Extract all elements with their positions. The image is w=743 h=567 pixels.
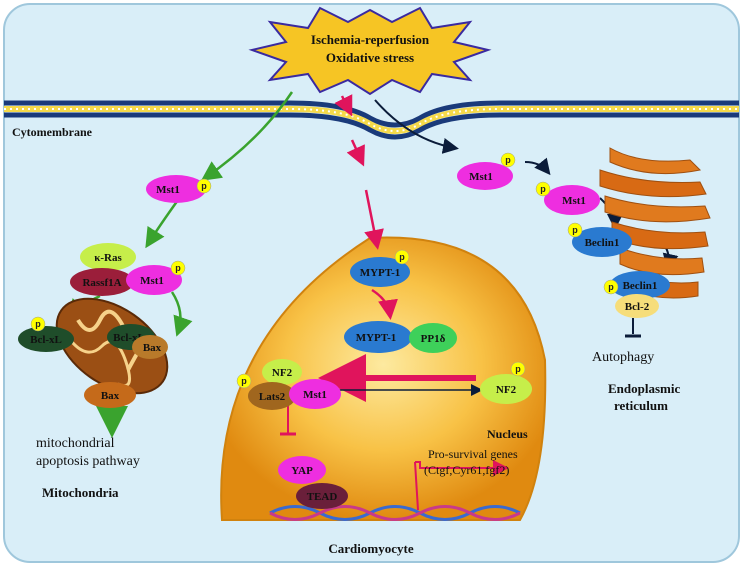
yap-tead-complex: TEAD YAP <box>278 456 348 509</box>
svg-text:p: p <box>505 155 511 165</box>
stimulus-line2: Oxidative stress <box>326 50 414 65</box>
svg-text:PP1δ: PP1δ <box>421 333 446 345</box>
svg-text:Bcl-xL: Bcl-xL <box>30 334 62 346</box>
mitochondria-label: Mitochondria <box>42 485 119 500</box>
dna-helix <box>269 505 521 521</box>
svg-text:p: p <box>35 319 41 329</box>
svg-text:p: p <box>572 225 578 235</box>
svg-text:p: p <box>175 263 181 273</box>
nf2-lats2-mst1-complex: NF2 p Lats2 Mst1 <box>236 359 341 410</box>
mypt1-phospho: MYPT-1 p <box>350 249 410 287</box>
svg-text:MYPT-1: MYPT-1 <box>360 267 401 279</box>
svg-text:Mst1: Mst1 <box>562 195 586 207</box>
svg-text:Rassf1A: Rassf1A <box>82 277 121 289</box>
prosurvival-line2: (Ctgf,Cyr61,fgf2) <box>424 463 509 477</box>
mypt1-pp1d-complex: MYPT-1 PP1δ <box>344 321 457 353</box>
svg-text:p: p <box>608 282 614 292</box>
svg-text:Mst1: Mst1 <box>156 184 180 196</box>
svg-text:p: p <box>540 184 546 194</box>
svg-text:Bax: Bax <box>101 390 120 402</box>
beclin1-phospho: Beclin1 p <box>567 222 632 257</box>
svg-text:NF2: NF2 <box>496 384 517 396</box>
er-label-line2: reticulum <box>614 398 668 413</box>
autophagy-label: Autophagy <box>592 350 654 365</box>
svg-text:Mst1: Mst1 <box>140 275 164 287</box>
stimulus-star: Ischemia-reperfusion Oxidative stress <box>248 6 492 96</box>
cytomembrane <box>4 100 739 140</box>
apoptosis-line2: apoptosis pathway <box>36 454 140 469</box>
cytomembrane-label: Cytomembrane <box>12 125 93 139</box>
er-label-line1: Endoplasmic <box>608 381 680 396</box>
ras-rassf1a-mst1-complex: κ-Ras Rassf1A Mst1 p <box>70 243 186 296</box>
svg-text:Beclin1: Beclin1 <box>585 237 620 249</box>
bclxl-phospho: Bcl-xL p <box>18 316 74 352</box>
svg-text:p: p <box>201 181 207 191</box>
mst1-cytosol: Mst1 p <box>146 175 212 203</box>
cardiomyocyte-label: Cardiomyocyte <box>328 541 413 556</box>
svg-text:Mst1: Mst1 <box>303 389 327 401</box>
nf2-phospho: NF2 p <box>480 361 532 404</box>
bclxl-bax-complex: Bcl-xL Bax <box>107 324 168 359</box>
mst1-er: Mst1 p <box>535 181 600 215</box>
svg-text:Bcl-2: Bcl-2 <box>625 301 650 313</box>
apoptosis-line1: mitochondrial <box>36 436 115 451</box>
beclin1-bcl2-complex: Beclin1 p Bcl-2 <box>603 271 670 318</box>
svg-text:p: p <box>241 376 247 386</box>
pink-arrows <box>318 94 509 511</box>
svg-text:p: p <box>515 364 521 374</box>
svg-text:NF2: NF2 <box>272 367 293 379</box>
svg-text:MYPT-1: MYPT-1 <box>356 332 397 344</box>
svg-text:p: p <box>399 252 405 262</box>
stimulus-line1: Ischemia-reperfusion <box>311 32 430 47</box>
bax: Bax <box>84 382 136 408</box>
svg-text:YAP: YAP <box>291 465 313 477</box>
nucleus-label: Nucleus <box>487 427 528 441</box>
svg-text:Beclin1: Beclin1 <box>623 280 658 292</box>
svg-text:Lats2: Lats2 <box>259 391 286 403</box>
mst1-membrane-right: Mst1 p <box>457 152 516 190</box>
svg-text:TEAD: TEAD <box>307 491 338 503</box>
svg-text:Bax: Bax <box>143 342 162 354</box>
svg-text:Mst1: Mst1 <box>469 171 493 183</box>
svg-text:κ-Ras: κ-Ras <box>94 252 122 264</box>
prosurvival-line1: Pro-survival genes <box>428 447 518 461</box>
